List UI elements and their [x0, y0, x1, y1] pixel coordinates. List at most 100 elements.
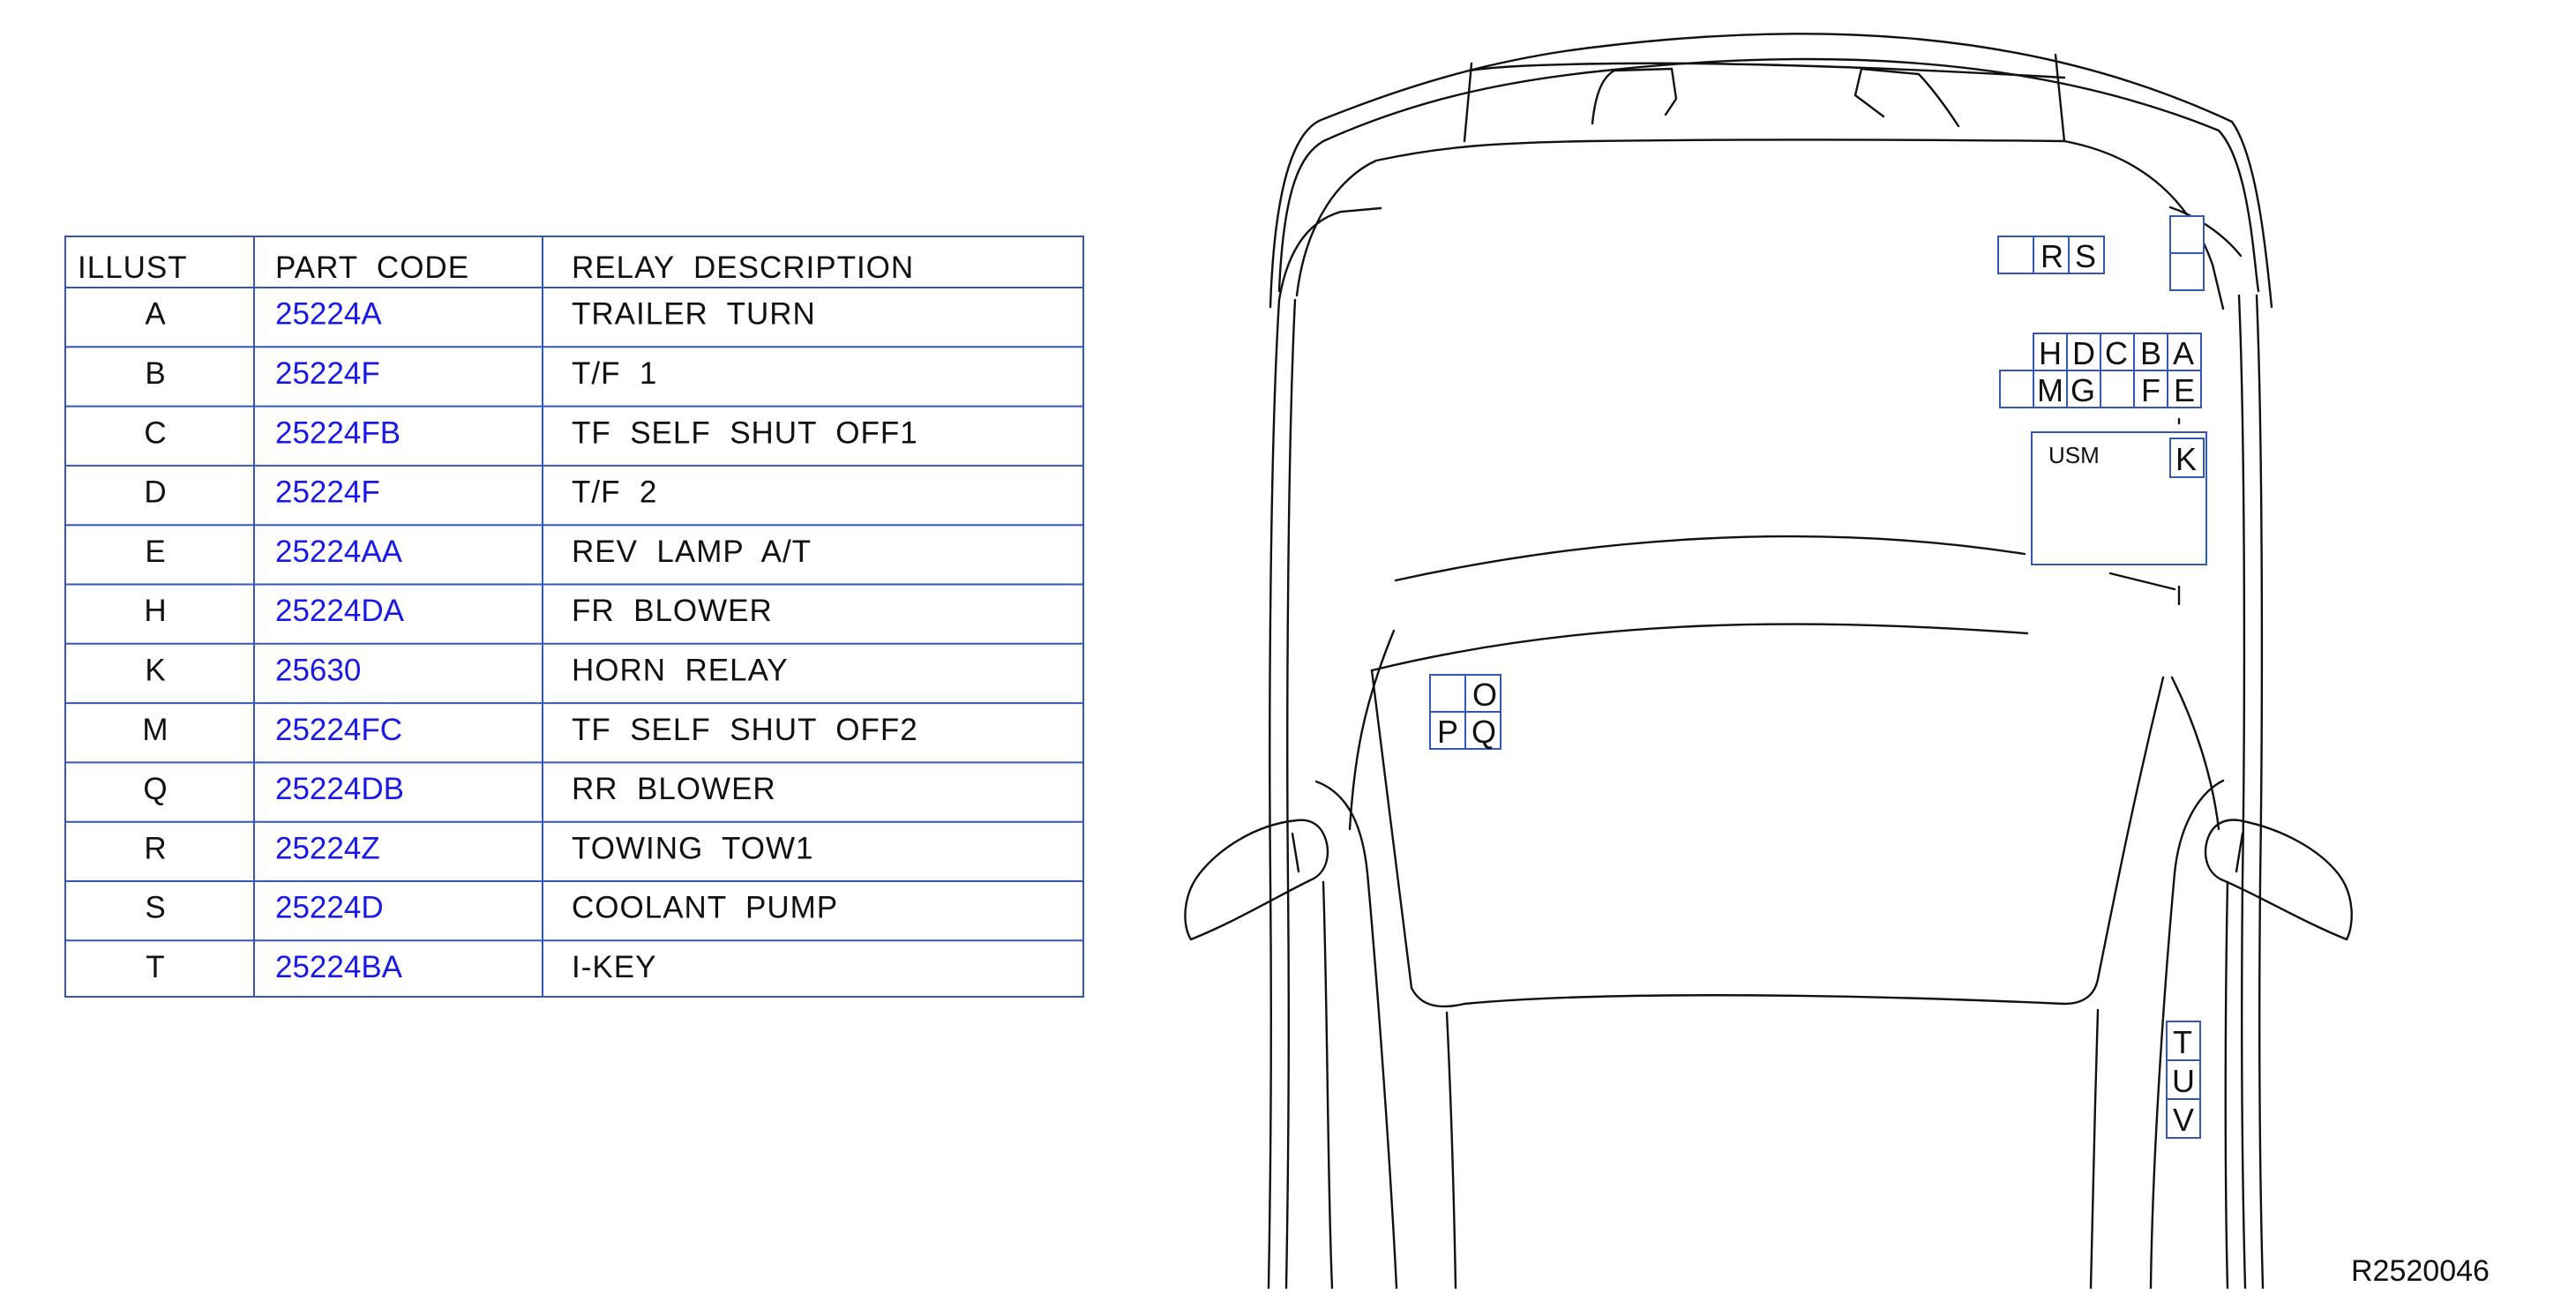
header-relay-description: RELAY DESCRIPTION [572, 251, 914, 285]
windshield-wiper-right [2168, 206, 2243, 258]
row-part-code[interactable]: 25630 [275, 654, 361, 688]
relay-label-g: G [2071, 372, 2095, 408]
fender-left [1314, 780, 1398, 1290]
relay-locations: R S H D C B A M G F E USM K [1429, 215, 2207, 1139]
relay-slot-empty [1429, 674, 1466, 713]
row-part-code[interactable]: 25224F [275, 475, 380, 510]
relay-slot-k[interactable] [2169, 438, 2205, 478]
row-relay-description: TF SELF SHUT OFF2 [572, 713, 918, 747]
fender-right [2149, 779, 2225, 1290]
row-relay-description: REV LAMP A/T [572, 535, 812, 569]
row-part-code[interactable]: 25224FC [275, 713, 402, 747]
table-row: C 25224FB TF SELF SHUT OFF1 [144, 415, 917, 450]
table-row: T 25224BA I-KEY [146, 950, 656, 984]
vehicle-outline [1184, 33, 2353, 1290]
relay-slot-e[interactable] [2167, 370, 2202, 408]
relay-slot-empty [1997, 236, 2034, 274]
side-mirror-left-base [1291, 832, 1300, 873]
relay-slot-m[interactable] [2033, 370, 2068, 408]
relay-slot-f[interactable] [2133, 370, 2168, 408]
hood-crease [1394, 535, 2026, 582]
fender-inner-right [2224, 880, 2229, 1290]
row-part-code[interactable]: 25224AA [275, 535, 403, 569]
relay-label-s: S [2075, 238, 2096, 274]
row-illust: Q [143, 772, 167, 806]
row-part-code[interactable]: 25224FB [275, 415, 401, 450]
body-side-left-inner [1284, 298, 1297, 1290]
relay-slot-q[interactable] [1464, 711, 1501, 750]
body-side-right-outer [2255, 294, 2265, 1290]
row-relay-description: T/F 1 [572, 356, 657, 391]
relay-slot-s[interactable] [2068, 236, 2105, 274]
relay-slot-empty [2169, 252, 2205, 291]
relay-label-u: U [2172, 1063, 2195, 1099]
relay-slot-p[interactable] [1429, 711, 1466, 750]
roof-inner-edge [1277, 57, 2260, 293]
row-relay-description: TRAILER TURN [572, 297, 816, 332]
relay-label-a: A [2173, 335, 2194, 371]
relay-label-q: Q [1471, 714, 1496, 750]
relay-slot-a[interactable] [2167, 333, 2202, 371]
relay-label-p: P [1437, 714, 1458, 750]
relay-slot-o[interactable] [1464, 674, 1501, 713]
hood-rear-edge [1370, 623, 2029, 672]
side-mirror-right-base [2235, 832, 2244, 873]
row-part-code[interactable]: 25224Z [275, 831, 380, 865]
relay-slot-g[interactable] [2066, 370, 2101, 408]
row-relay-description: FR BLOWER [572, 594, 773, 628]
row-illust: R [144, 831, 166, 865]
hood-panel [1370, 669, 2165, 1008]
relay-slot-c[interactable] [2100, 333, 2135, 371]
relay-slot-v[interactable] [2166, 1098, 2201, 1139]
row-relay-description: TOWING TOW1 [572, 831, 814, 865]
row-part-code[interactable]: 25224A [275, 297, 382, 332]
row-illust: M [142, 713, 168, 747]
row-relay-description: TF SELF SHUT OFF1 [572, 415, 918, 450]
hood-side-right [2170, 676, 2220, 831]
relay-slot-empty [1999, 370, 2034, 408]
row-part-code[interactable]: 25224BA [275, 950, 403, 984]
relay-slot-empty [2100, 370, 2135, 408]
front-bumper-line-left [1445, 1011, 1457, 1290]
row-part-code[interactable]: 25224D [275, 891, 384, 925]
usm-label: USM [2048, 442, 2100, 468]
relay-label-e: E [2174, 372, 2195, 408]
relay-label-c: C [2105, 335, 2128, 371]
roof-front-edge [1269, 33, 2273, 309]
table-row: M 25224FC TF SELF SHUT OFF2 [142, 713, 917, 747]
front-bumper-line-right [2089, 1008, 2100, 1290]
row-illust: K [145, 654, 165, 688]
roof-crossbar-left [1591, 67, 1678, 125]
header-part-code: PART CODE [275, 251, 469, 285]
windshield-wiper-left [1277, 206, 1382, 302]
row-illust: C [144, 415, 166, 450]
row-part-code[interactable]: 25224DB [275, 772, 404, 806]
row-relay-description: I-KEY [572, 950, 656, 984]
relay-slot-empty [2169, 215, 2205, 254]
relay-slot-r[interactable] [2033, 236, 2070, 274]
body-side-right-inner [2237, 294, 2247, 1290]
row-part-code[interactable]: 25224DA [275, 594, 405, 628]
relay-label-d: D [2072, 335, 2095, 371]
row-relay-description: COOLANT PUMP [572, 891, 838, 925]
row-relay-description: RR BLOWER [572, 772, 776, 806]
table-row: E 25224AA REV LAMP A/T [145, 535, 812, 569]
row-illust: T [146, 950, 164, 984]
relay-label-r: R [2041, 238, 2063, 274]
row-relay-description: T/F 2 [572, 475, 657, 510]
side-mirror-right [2204, 819, 2353, 941]
table-row: Q 25224DB RR BLOWER [143, 772, 775, 806]
row-relay-description: HORN RELAY [572, 654, 789, 688]
relay-label-b: B [2140, 335, 2161, 371]
row-illust: E [145, 535, 165, 569]
relay-label-o: O [1472, 677, 1497, 713]
row-part-code[interactable]: 25224F [275, 356, 380, 391]
hood-rear-tab [2108, 572, 2181, 606]
relay-label-k: K [2175, 441, 2197, 477]
